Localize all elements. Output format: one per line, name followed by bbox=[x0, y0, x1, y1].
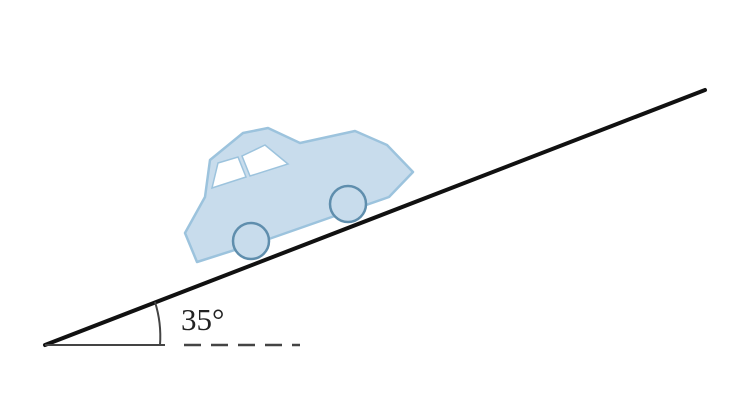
car-window-rear bbox=[210, 156, 247, 190]
angle-arc bbox=[154, 301, 162, 346]
incline-line bbox=[43, 88, 707, 347]
car-front-wheel bbox=[328, 184, 368, 224]
car-window-front bbox=[241, 144, 290, 177]
car-icon bbox=[183, 126, 415, 264]
car-rear-wheel bbox=[231, 221, 271, 261]
car-body bbox=[183, 126, 415, 264]
angle-label: 35° bbox=[181, 302, 224, 337]
